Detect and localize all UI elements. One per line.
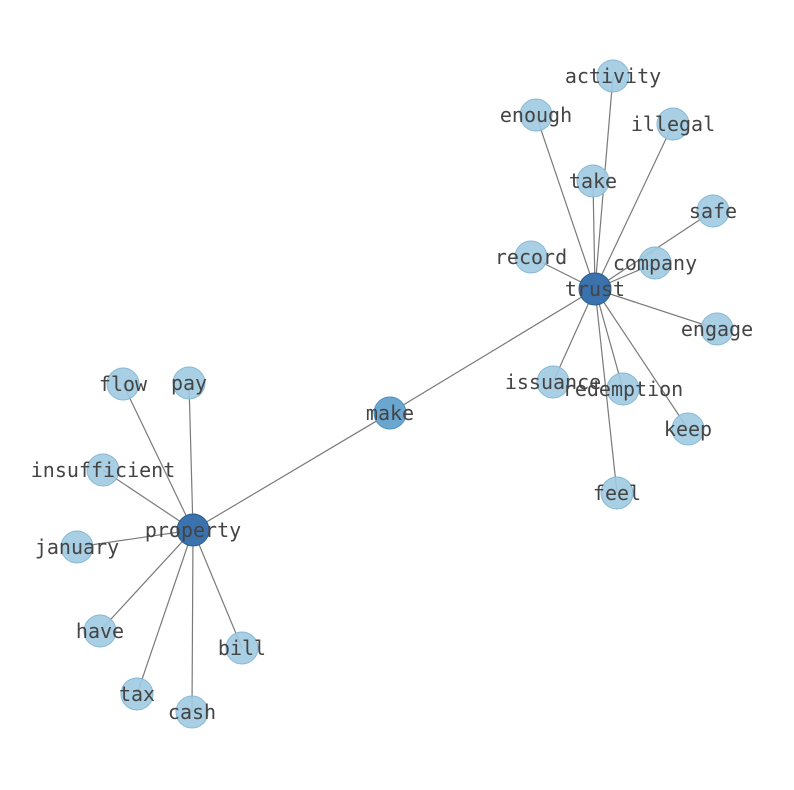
node-issuance[interactable] (536, 365, 570, 399)
edge-property-insufficient (102, 469, 194, 531)
node-label-redemption: redemption (563, 377, 683, 401)
node-pay[interactable] (172, 366, 206, 400)
node-label-insufficient: insufficient (31, 458, 176, 482)
edge-trust-take (592, 180, 596, 290)
edge-trust-issuance (552, 288, 596, 383)
node-label-tax: tax (119, 682, 155, 706)
node-label-feel: feel (593, 481, 641, 505)
node-company[interactable] (638, 246, 672, 280)
node-activity[interactable] (596, 59, 630, 93)
node-label-illegal: illegal (631, 112, 715, 136)
edge-trust-feel (594, 288, 618, 494)
node-label-pay: pay (171, 371, 207, 395)
node-trust[interactable] (578, 272, 612, 306)
edge-trust-enough (535, 114, 596, 290)
node-safe[interactable] (696, 194, 730, 228)
node-label-issuance: issuance (505, 370, 601, 394)
edge-trust-make (389, 288, 596, 414)
node-bill[interactable] (225, 631, 259, 665)
node-label-take: take (569, 169, 617, 193)
node-label-safe: safe (689, 199, 737, 223)
node-keep[interactable] (671, 412, 705, 446)
node-record[interactable] (514, 240, 548, 274)
node-take[interactable] (576, 164, 610, 198)
node-label-company: company (613, 251, 697, 275)
node-label-trust: trust (565, 277, 625, 301)
node-january[interactable] (60, 530, 94, 564)
node-tax[interactable] (120, 677, 154, 711)
node-illegal[interactable] (656, 107, 690, 141)
edge-trust-illegal (594, 123, 674, 290)
node-label-bill: bill (218, 636, 266, 660)
edge-property-january (76, 529, 194, 548)
node-insufficient[interactable] (86, 453, 120, 487)
node-label-make: make (366, 401, 414, 425)
labels-layer: trust property make activity enough illegal ta… (31, 64, 753, 724)
node-property[interactable] (176, 513, 210, 547)
node-make[interactable] (373, 396, 407, 430)
node-label-flow: flow (99, 372, 148, 396)
node-flow[interactable] (106, 367, 140, 401)
node-label-engage: engage (681, 317, 753, 341)
node-engage[interactable] (700, 312, 734, 346)
edge-property-pay (188, 382, 194, 531)
node-label-have: have (76, 619, 124, 643)
edge-trust-keep (594, 288, 689, 430)
edges-layer (76, 75, 718, 713)
edge-property-cash (191, 529, 194, 713)
node-label-record: record (495, 245, 567, 269)
node-label-property: property (145, 518, 241, 542)
node-label-activity: activity (565, 64, 661, 88)
node-redemption[interactable] (606, 372, 640, 406)
node-label-enough: enough (500, 103, 572, 127)
edge-trust-engage (594, 288, 718, 330)
edge-make-property (192, 412, 391, 531)
edge-property-have (99, 529, 194, 632)
edge-property-bill (192, 529, 243, 649)
node-label-keep: keep (664, 417, 712, 441)
node-have[interactable] (83, 614, 117, 648)
edge-property-flow (122, 383, 194, 531)
node-enough[interactable] (519, 98, 553, 132)
node-feel[interactable] (600, 476, 634, 510)
node-cash[interactable] (175, 695, 209, 729)
edge-property-tax (136, 529, 194, 695)
edge-trust-redemption (594, 288, 624, 390)
node-label-cash: cash (168, 700, 216, 724)
node-label-january: january (35, 535, 119, 559)
nodes-layer (60, 59, 734, 729)
